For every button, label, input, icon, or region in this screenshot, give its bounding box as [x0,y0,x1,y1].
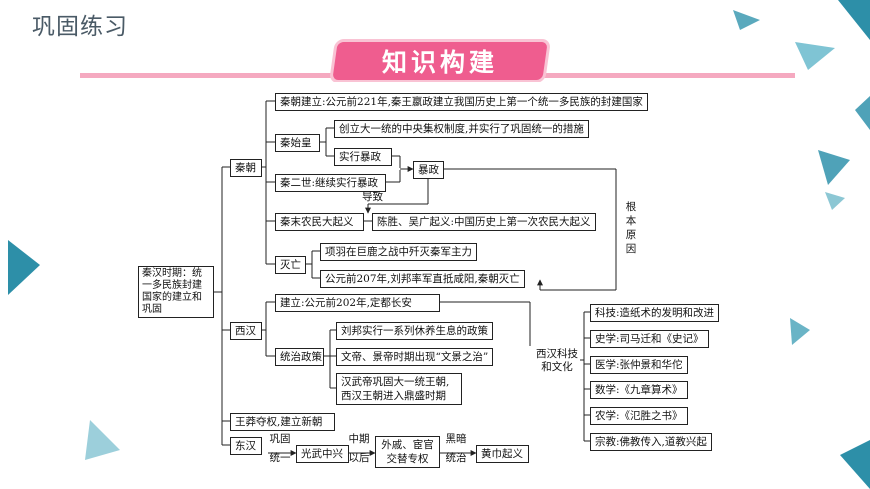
guangwu-node: 光武中兴 [296,445,349,463]
culture-item: 农学:《氾胜之书》 [590,407,688,425]
yellow-turban-node: 黄巾起义 [476,445,529,463]
qin-dynasty-node: 秦朝 [230,159,262,177]
dark-rule-line1: 黑暗 [445,433,467,445]
triangle-left-1 [8,240,40,295]
qin-establish-node: 秦朝建立:公元前221年,秦王嬴政建立我国历史上第一个统一多民族的封建国家 [275,93,648,111]
qin-fall-node: 灭亡 [275,256,306,274]
triangle-top-right-2 [838,0,870,40]
leads-to-label: 导致 [362,191,383,203]
mid-period-label: 中期 以后 [344,433,374,465]
shihuang-centralization-node: 创立大一统的中央集权制度,并实行了巩固统一的措施 [334,120,589,138]
page-title: 巩固练习 [32,14,128,40]
triangle-right-1 [818,150,850,185]
banner-text: 知识构建 [381,48,498,77]
triangle-bottom-right [840,440,870,489]
consolidate-label-line2: 统一 [269,452,291,464]
xihan-dynasty-node: 西汉 [230,322,262,340]
triangle-right-3 [790,318,810,345]
banner: 知识构建 [332,42,548,80]
tyranny-node: 暴政 [413,161,444,179]
root-topic-box: 秦汉时期：统一多民族封建国家的建立和巩固 [138,266,214,318]
hanwudi-line1: 汉武帝巩固大一统王朝, [341,376,450,388]
governance-policy-node: 统治政策 [275,348,324,366]
culture-item: 科技:造纸术的发明和改进 [590,304,720,322]
peasant-uprising-node: 秦末农民大起义 [275,213,364,231]
triangle-top-left [855,96,870,130]
dark-rule-line2: 统治 [445,452,467,464]
shihuang-tyranny-node: 实行暴政 [334,148,392,166]
consolidate-unity-label: 巩固 统一 [262,433,298,465]
wenjing-rule-node: 文帝、景帝时期出现“文景之治” [336,348,494,366]
triangle-right-2 [825,192,845,210]
qin-ershi-node: 秦二世:继续实行暴政 [275,174,386,192]
julu-battle-node: 项羽在巨鹿之战中歼灭秦军主力 [320,243,477,261]
chensheng-wuguang-node: 陈胜、吴广起义:中国历史上第一次农民大起义 [372,213,596,231]
culture-item: 医学:张仲景和华佗 [590,356,688,374]
root-cause-label: 根本原因 [625,201,637,255]
xihan-establish-node: 建立:公元前202年,定都长安 [275,294,440,312]
culture-item: 史学:司马迁和《史记》 [590,330,709,348]
triangle-top-right-1 [733,10,760,30]
culture-item: 数学:《九章算术》 [590,381,688,399]
mid-period-line1: 中期 [348,433,370,445]
qin-shihuang-node: 秦始皇 [275,134,320,152]
eunuch-line1: 外戚、宦官 [381,439,434,451]
triangle-top-right-3 [795,42,835,70]
wangmang-node: 王莽夺权,建立新朝 [230,413,335,431]
eunuch-line2: 交替专权 [386,453,429,465]
liubang-xianyang-node: 公元前207年,刘邦率军直抵咸阳,秦朝灭亡 [320,270,525,288]
dark-rule-label: 黑暗 统治 [440,433,472,465]
xihan-culture-label: 西汉科技和文化 [536,348,578,373]
liubang-policy-node: 刘邦实行一系列休养生息的政策 [336,322,493,340]
donghan-dynasty-node: 东汉 [230,437,262,455]
hanwudi-node: 汉武帝巩固大一统王朝, 西汉王朝进入鼎盛时期 [336,373,462,405]
consolidate-label-line1: 巩固 [269,433,291,445]
culture-item: 宗教:佛教传入,道教兴起 [590,433,712,451]
triangle-left-2 [85,420,120,460]
eunuch-power-node: 外戚、宦官 交替专权 [375,436,440,468]
mid-period-line2: 以后 [348,452,370,464]
hanwudi-line2: 西汉王朝进入鼎盛时期 [341,390,446,402]
